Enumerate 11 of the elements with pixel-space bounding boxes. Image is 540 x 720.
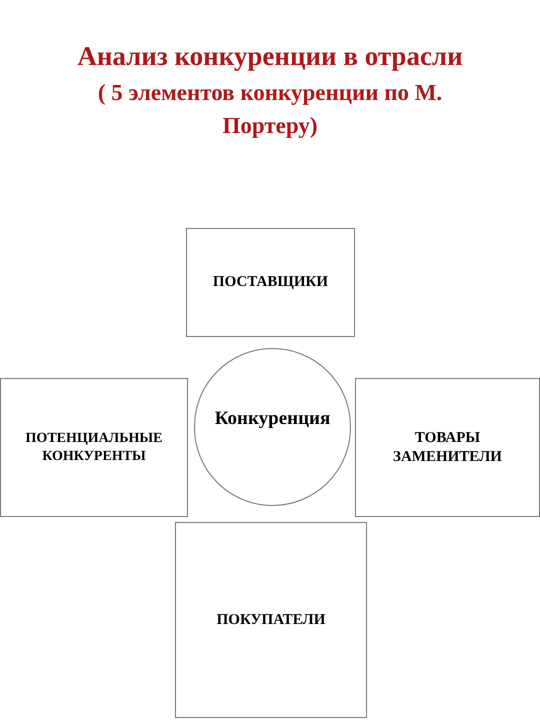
box-node xyxy=(355,378,540,517)
box-node xyxy=(175,522,367,718)
node-label: ПОТЕНЦИАЛЬНЫЕ КОНКУРЕНТЫ xyxy=(24,430,164,465)
title: Анализ конкуренции в отрасли xyxy=(77,40,463,73)
node-label: ПОСТАВЩИКИ xyxy=(212,273,330,292)
node-label: ПОКУПАТЕЛИ xyxy=(216,610,326,630)
box-node xyxy=(186,228,355,337)
subtitle: ( 5 элементов конкуренции по М. Портеру) xyxy=(96,79,444,140)
node-label: Конкуренция xyxy=(214,407,332,431)
node-label: ТОВАРЫ ЗАМЕНИТЕЛИ xyxy=(392,428,503,466)
box-node xyxy=(0,378,188,517)
